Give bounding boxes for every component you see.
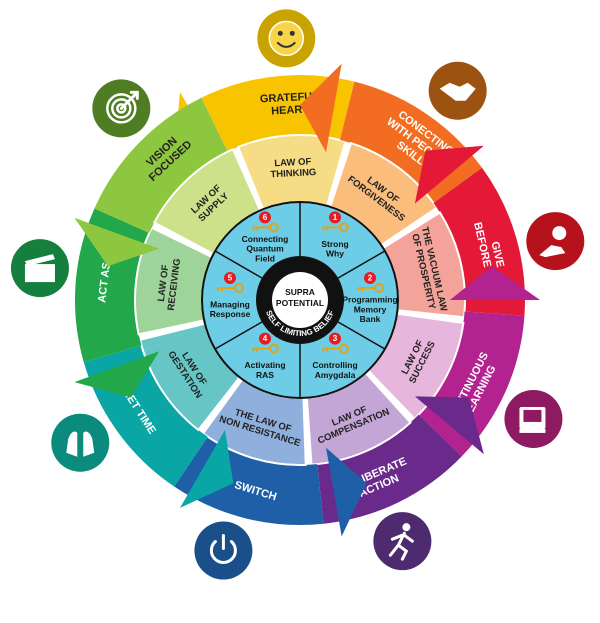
arrow-head xyxy=(414,396,484,455)
arrow-head xyxy=(450,266,540,300)
key-icon xyxy=(357,283,384,293)
core-segment-label-line: Programming xyxy=(342,294,397,304)
number-badge-text: 2 xyxy=(368,274,373,283)
book-icon xyxy=(504,389,563,448)
law-label-line: LAW OF xyxy=(156,264,171,302)
target-icon xyxy=(92,79,151,138)
core-segment-label-line: Controlling xyxy=(312,360,357,370)
segment-divider xyxy=(334,250,386,281)
core-segment-label-line: Field xyxy=(255,253,275,263)
core-segment-label-line: Why xyxy=(326,249,344,259)
center-title-line1: SUPRA xyxy=(285,287,315,297)
action-arrow-band xyxy=(94,97,228,233)
segment-divider xyxy=(334,319,386,350)
arrow-head xyxy=(414,145,484,204)
key-icon xyxy=(322,343,349,354)
key-icon xyxy=(322,222,349,233)
key-icon xyxy=(252,343,279,354)
center-disc xyxy=(272,272,328,328)
law-label-line: LAW OF xyxy=(274,156,312,169)
core-circle: 1StrongWhy2ProgrammingMemoryBank3Control… xyxy=(201,201,399,399)
core-segment-label-line: Managing xyxy=(210,299,250,309)
handshake-icon xyxy=(428,61,487,120)
core-segment-label-line: Bank xyxy=(360,314,381,324)
number-badge xyxy=(364,272,376,284)
core-segment-label-line: Amygdala xyxy=(315,370,356,380)
number-badge-text: 5 xyxy=(228,274,233,283)
action-label-line: GIVE xyxy=(488,240,506,268)
number-badge xyxy=(224,272,236,284)
center-title-line2: POTENTIAL xyxy=(276,298,324,308)
clapperboard-icon xyxy=(10,239,69,298)
segment-divider xyxy=(214,250,266,281)
number-badge-text: 6 xyxy=(263,213,268,222)
giving-hand-icon xyxy=(526,212,585,271)
key-icon xyxy=(252,222,279,233)
core-segment-label-line: RAS xyxy=(256,370,274,380)
action-label-line: HEART xyxy=(271,103,310,117)
core-segment-label-line: Strong xyxy=(321,239,348,249)
arrow-head xyxy=(74,351,160,398)
number-badge xyxy=(329,211,341,224)
number-badge xyxy=(329,332,341,345)
core-segment-label-line: Connecting xyxy=(242,234,289,244)
number-badge xyxy=(259,211,271,224)
praying-hands-icon xyxy=(51,413,110,472)
segment-divider xyxy=(214,319,266,350)
core-segment-label-line: Memory xyxy=(354,304,387,314)
number-badge xyxy=(259,332,271,345)
key-icon xyxy=(217,283,244,293)
arrow-head xyxy=(74,217,160,267)
core-segment-label-line: Activating xyxy=(244,360,285,370)
arrow-head xyxy=(180,429,234,508)
core-segment-label-line: Quantum xyxy=(246,244,284,254)
arrow-head xyxy=(326,447,367,537)
icon-ring xyxy=(10,9,585,580)
number-badge-text: 3 xyxy=(333,334,338,343)
smiley-icon xyxy=(257,9,316,68)
number-badge-text: 4 xyxy=(263,334,268,343)
core-segment-label-line: Response xyxy=(210,309,251,319)
number-badge-text: 1 xyxy=(333,213,338,222)
running-person-icon xyxy=(373,512,432,571)
power-icon xyxy=(194,521,253,580)
arrow-head xyxy=(300,63,342,153)
law-label-line: THINKING xyxy=(270,167,316,180)
